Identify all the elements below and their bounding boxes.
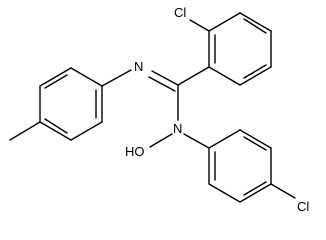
atom-cl-top: Cl [174,5,186,20]
bond-c-n-double-a [151,70,179,86]
atom-cl-bottom: Cl [297,199,309,214]
bond-c-n-double-b [148,76,176,92]
bond-n-to-bottom-ring [183,133,210,149]
atom-n-amine: N [173,121,182,136]
tolyl-ring [39,67,103,141]
bond-methyl [9,121,41,141]
bond-n-oh [149,133,173,148]
molecule-diagram: Cl N N HO Cl [9,5,309,214]
atom-hydroxyl: HO [125,144,145,159]
bond-cl-top [189,19,210,32]
chlorophenyl-ring-bottom [208,129,272,203]
bond-cl-bottom [270,183,296,199]
atom-n-imine: N [134,59,143,74]
bond-n-to-tolyl [101,69,132,87]
chlorophenyl-ring-top [208,12,272,86]
bond-ring-to-carbon [177,66,210,86]
